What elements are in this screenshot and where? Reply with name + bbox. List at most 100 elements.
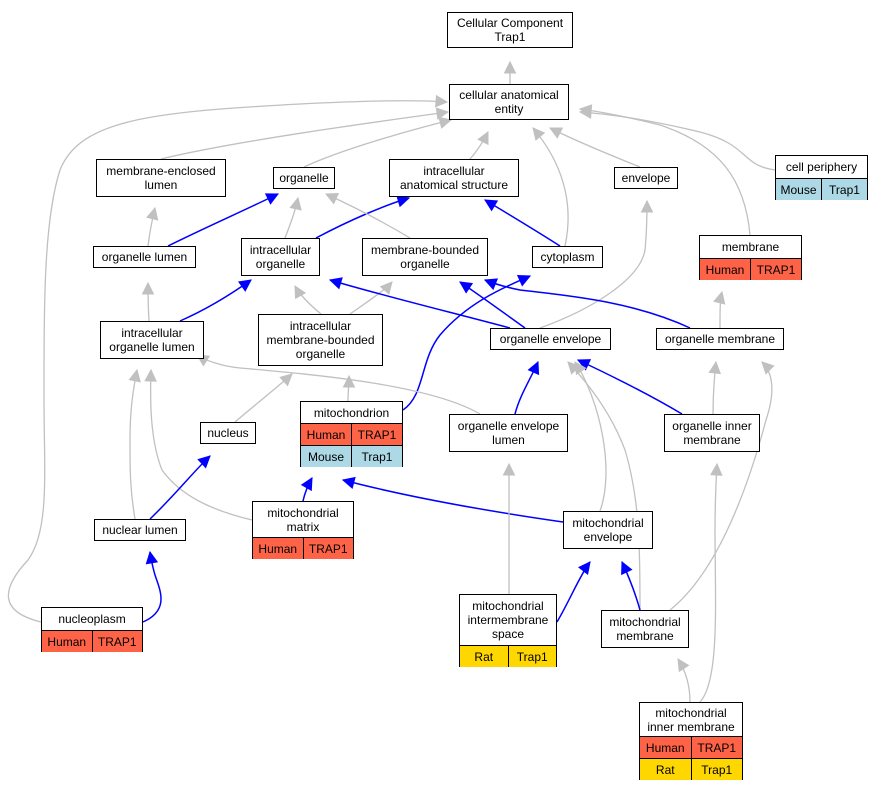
species-organism: Human: [306, 427, 346, 442]
node-organelle[interactable]: organelle: [273, 167, 335, 189]
node-intracellular-organelle-lumen[interactable]: intracellular organelle lumen: [100, 321, 204, 359]
edge-is-a: [502, 462, 516, 594]
node-intracellular-organelle[interactable]: intracellular organelle: [241, 238, 320, 276]
edge-is-a: [532, 127, 569, 247]
node-label: intracellular organelle lumen: [109, 326, 195, 354]
edge-arrowhead: [379, 281, 393, 295]
node-nucleus[interactable]: nucleus: [200, 422, 256, 444]
edge-is-a: [578, 106, 776, 171]
edge-arrowhead: [576, 359, 592, 371]
edge-is-a: [567, 361, 641, 611]
edge-arrowhead: [144, 368, 157, 382]
edge-is-a: [144, 368, 253, 521]
node-label: membrane-bounded organelle: [370, 243, 480, 271]
edge-arrowhead: [324, 193, 340, 205]
edge-arrowhead: [289, 196, 302, 211]
edge-is-a: [284, 196, 302, 239]
edge-part-of: [179, 279, 252, 322]
edge-arrowhead: [548, 127, 564, 139]
species-row: Mouse Trap1: [301, 445, 402, 467]
edge-arrowhead: [677, 658, 690, 673]
edge-arrowhead: [483, 278, 499, 291]
edge-part-of: [315, 195, 411, 239]
node-mitochondrial-envelope[interactable]: mitochondrial envelope: [563, 511, 653, 549]
node-intracellular-membrane-bounded-organelle[interactable]: intracellular membrane-bounded organelle: [258, 314, 383, 366]
edge-arrowhead: [527, 360, 540, 376]
node-label: organelle envelope: [499, 332, 602, 346]
edge-arrowhead: [438, 116, 453, 129]
edge-part-of: [402, 274, 532, 411]
node-label: organelle envelope lumen: [457, 419, 560, 447]
node-cellular-component[interactable]: Cellular Component Trap1: [447, 12, 573, 48]
node-organelle-envelope-lumen[interactable]: organelle envelope lumen: [449, 414, 568, 452]
species-organism: Mouse: [307, 449, 345, 464]
edge-part-of: [142, 550, 162, 623]
edge-is-a: [574, 361, 607, 512]
species-organism: Human: [47, 634, 87, 649]
edge-arrowhead: [621, 560, 633, 576]
edge-is-a: [342, 374, 356, 402]
edge-arrowhead: [708, 360, 722, 375]
node-envelope[interactable]: envelope: [614, 167, 678, 189]
node-organelle-lumen[interactable]: organelle lumen: [93, 246, 196, 268]
node-label: intracellular anatomical structure: [399, 164, 509, 192]
node-mitochondrial-matrix[interactable]: mitochondrial matrix Human TRAP1: [252, 501, 354, 559]
edge-is-a: [128, 368, 141, 520]
node-intracellular-anatomical-structure[interactable]: intracellular anatomical structure: [389, 159, 519, 197]
edge-is-a: [539, 199, 654, 329]
node-membrane-enclosed-lumen[interactable]: membrane-enclosed lumen: [96, 159, 226, 197]
species-gene: TRAP1: [351, 424, 402, 445]
node-label: membrane: [721, 240, 780, 254]
node-label: intracellular membrane-bounded organelle: [266, 319, 375, 361]
species-gene: Trap1: [507, 646, 557, 667]
node-label: intracellular organelle: [249, 243, 312, 271]
edge-arrowhead: [484, 199, 499, 212]
node-label: mitochondrial inner membrane: [647, 705, 735, 734]
edge-arrowhead: [294, 285, 307, 300]
node-cell-periphery[interactable]: cell periphery Mouse Trap1: [775, 155, 868, 200]
node-organelle-envelope[interactable]: organelle envelope: [490, 328, 611, 350]
edge-is-a: [503, 60, 517, 84]
edge-is-a: [349, 281, 393, 315]
species-row: Human TRAP1: [42, 630, 142, 652]
node-label: membrane-enclosed lumen: [106, 164, 216, 192]
node-nuclear-lumen[interactable]: nuclear lumen: [94, 519, 186, 541]
species-gene: Trap1: [821, 179, 867, 200]
node-cellular-anatomical-entity[interactable]: cellular anatomical entity: [449, 84, 569, 120]
species-row: Mouse Trap1: [776, 178, 867, 200]
node-label: nucleus: [207, 426, 249, 440]
edge-part-of: [167, 193, 280, 247]
node-mitochondrion[interactable]: mitochondrion Human TRAP1 Mouse Trap1: [300, 401, 403, 467]
node-nucleoplasm[interactable]: nucleoplasm Human TRAP1: [41, 607, 143, 652]
edge-is-a: [7, 94, 449, 623]
edge-part-of: [300, 477, 313, 502]
node-label: Cellular Component Trap1: [456, 16, 564, 44]
node-mitochondrial-intermembrane-space[interactable]: mitochondrial intermembrane space Rat Tr…: [459, 594, 557, 667]
species-organism: Mouse: [780, 182, 817, 197]
edge-arrowhead: [396, 195, 411, 208]
edge-is-a: [324, 193, 411, 239]
edge-part-of: [149, 455, 211, 520]
node-organelle-inner-membrane[interactable]: organelle inner membrane: [664, 414, 760, 452]
edge-part-of: [576, 359, 683, 415]
edge-arrowhead: [710, 462, 723, 476]
species-row: Rat Trap1: [460, 645, 556, 667]
edge-is-a: [303, 116, 453, 168]
node-mitochondrial-inner-membrane[interactable]: mitochondrial inner membrane Human TRAP1…: [639, 702, 743, 780]
edge-arrowhead: [761, 361, 775, 375]
edge-arrowhead: [341, 476, 356, 490]
edge-arrowhead: [279, 373, 293, 387]
node-organelle-membrane[interactable]: organelle membrane: [656, 328, 784, 350]
species-organism: Human: [645, 740, 685, 755]
node-membrane-bounded-organelle[interactable]: membrane-bounded organelle: [362, 238, 488, 276]
edge-part-of: [459, 281, 526, 329]
node-cytoplasm[interactable]: cytoplasm: [532, 246, 603, 268]
edge-is-a: [160, 107, 450, 160]
node-mitochondrial-membrane[interactable]: mitochondrial membrane: [601, 610, 689, 648]
node-membrane[interactable]: membrane Human TRAP1: [699, 235, 802, 280]
edge-part-of: [556, 561, 591, 623]
species-organism: Human: [258, 541, 298, 556]
edge-arrowhead: [516, 274, 532, 287]
